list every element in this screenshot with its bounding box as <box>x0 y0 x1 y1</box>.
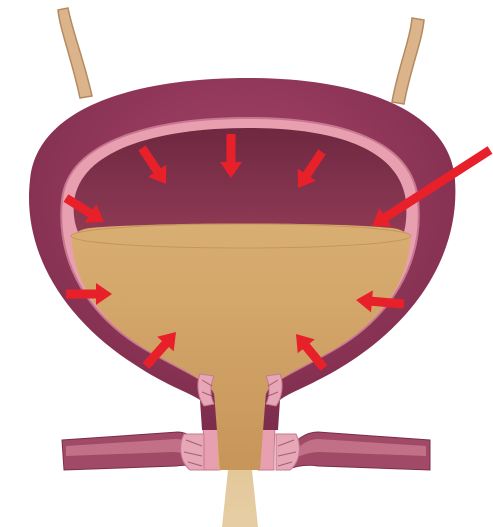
right-ureter <box>392 18 424 104</box>
urine-surface <box>71 224 411 248</box>
left-ureter <box>58 8 92 98</box>
urine-stream <box>222 470 258 527</box>
